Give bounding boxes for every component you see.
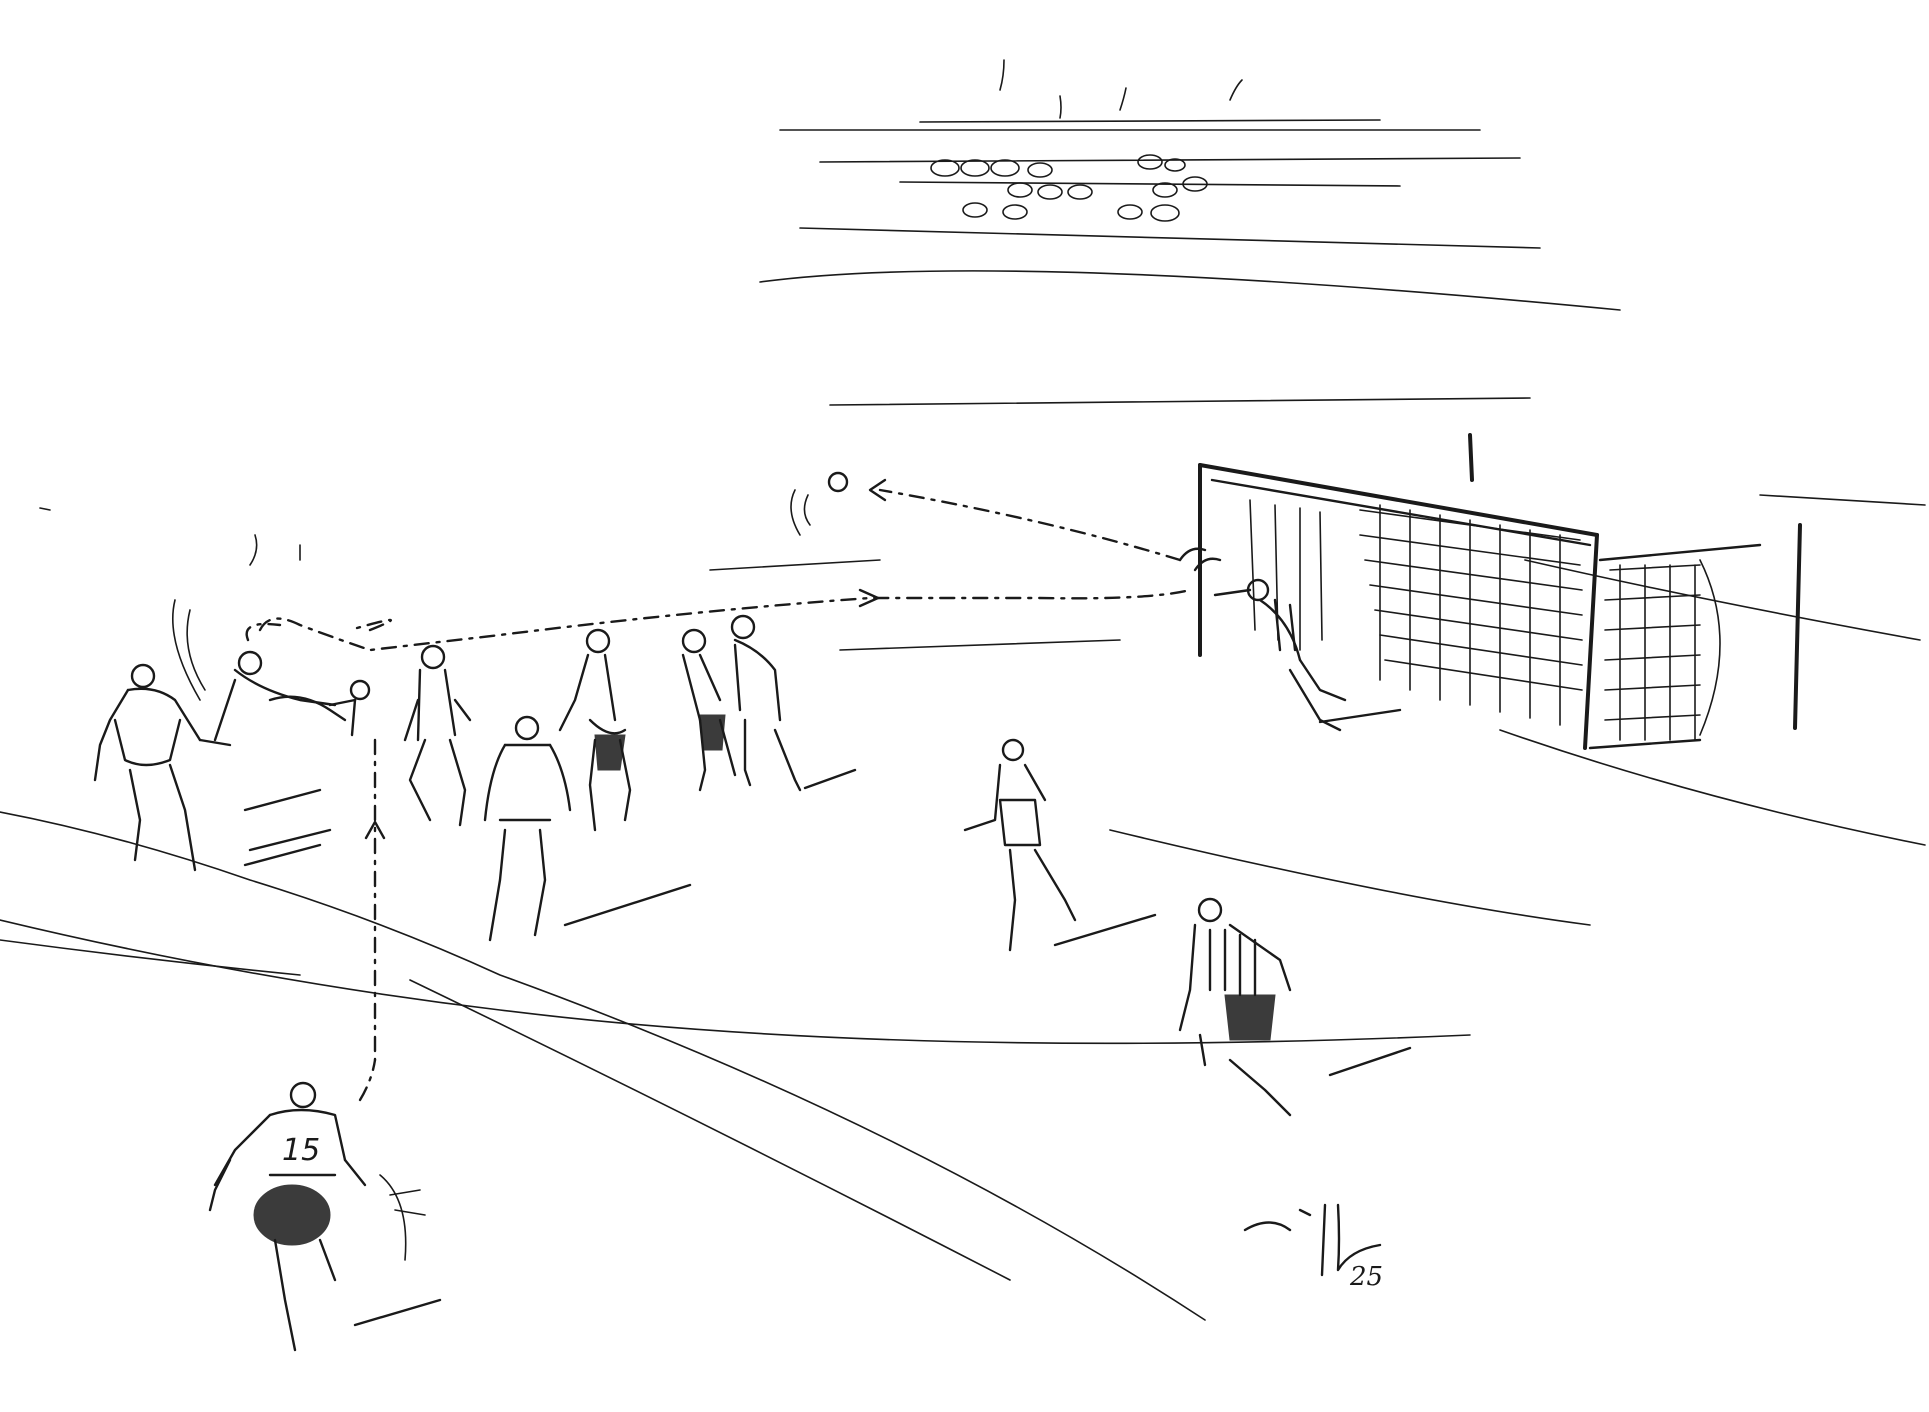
player-striped-runner — [1178, 897, 1292, 1117]
goal-net — [1249, 499, 1721, 741]
player-bicycle-kick — [198, 650, 357, 747]
player-center-back — [483, 715, 572, 942]
jersey-number: 15 — [282, 1133, 320, 1168]
player-mid-1 — [403, 644, 472, 827]
artist-signature — [1243, 1203, 1382, 1277]
ball-trajectory — [245, 488, 1192, 1102]
player-number-15-shorts — [253, 1184, 331, 1246]
signature-year: 25 — [1349, 1262, 1383, 1292]
impact-marks — [172, 534, 426, 1261]
ball-motion-lines — [790, 489, 811, 536]
player-center-midfielder — [963, 738, 1077, 952]
player-left-defender — [93, 663, 202, 872]
player-header-jump — [349, 679, 371, 737]
player-number-15 — [208, 1081, 367, 1352]
goalkeeper-diving — [1178, 547, 1347, 732]
player-mid-4 — [730, 614, 802, 792]
crowd-stands — [759, 59, 1621, 406]
trajectory-arrows — [364, 478, 887, 840]
player-mid-2-shorts — [594, 734, 626, 771]
pitch-lines — [0, 494, 1926, 1321]
player-shadows — [243, 708, 1412, 1327]
player-mid-2 — [558, 628, 632, 832]
ball — [827, 471, 849, 493]
player-mid-3-shorts — [699, 714, 726, 751]
player-striped-runner-shorts — [1224, 994, 1276, 1041]
goal — [1198, 433, 1802, 750]
